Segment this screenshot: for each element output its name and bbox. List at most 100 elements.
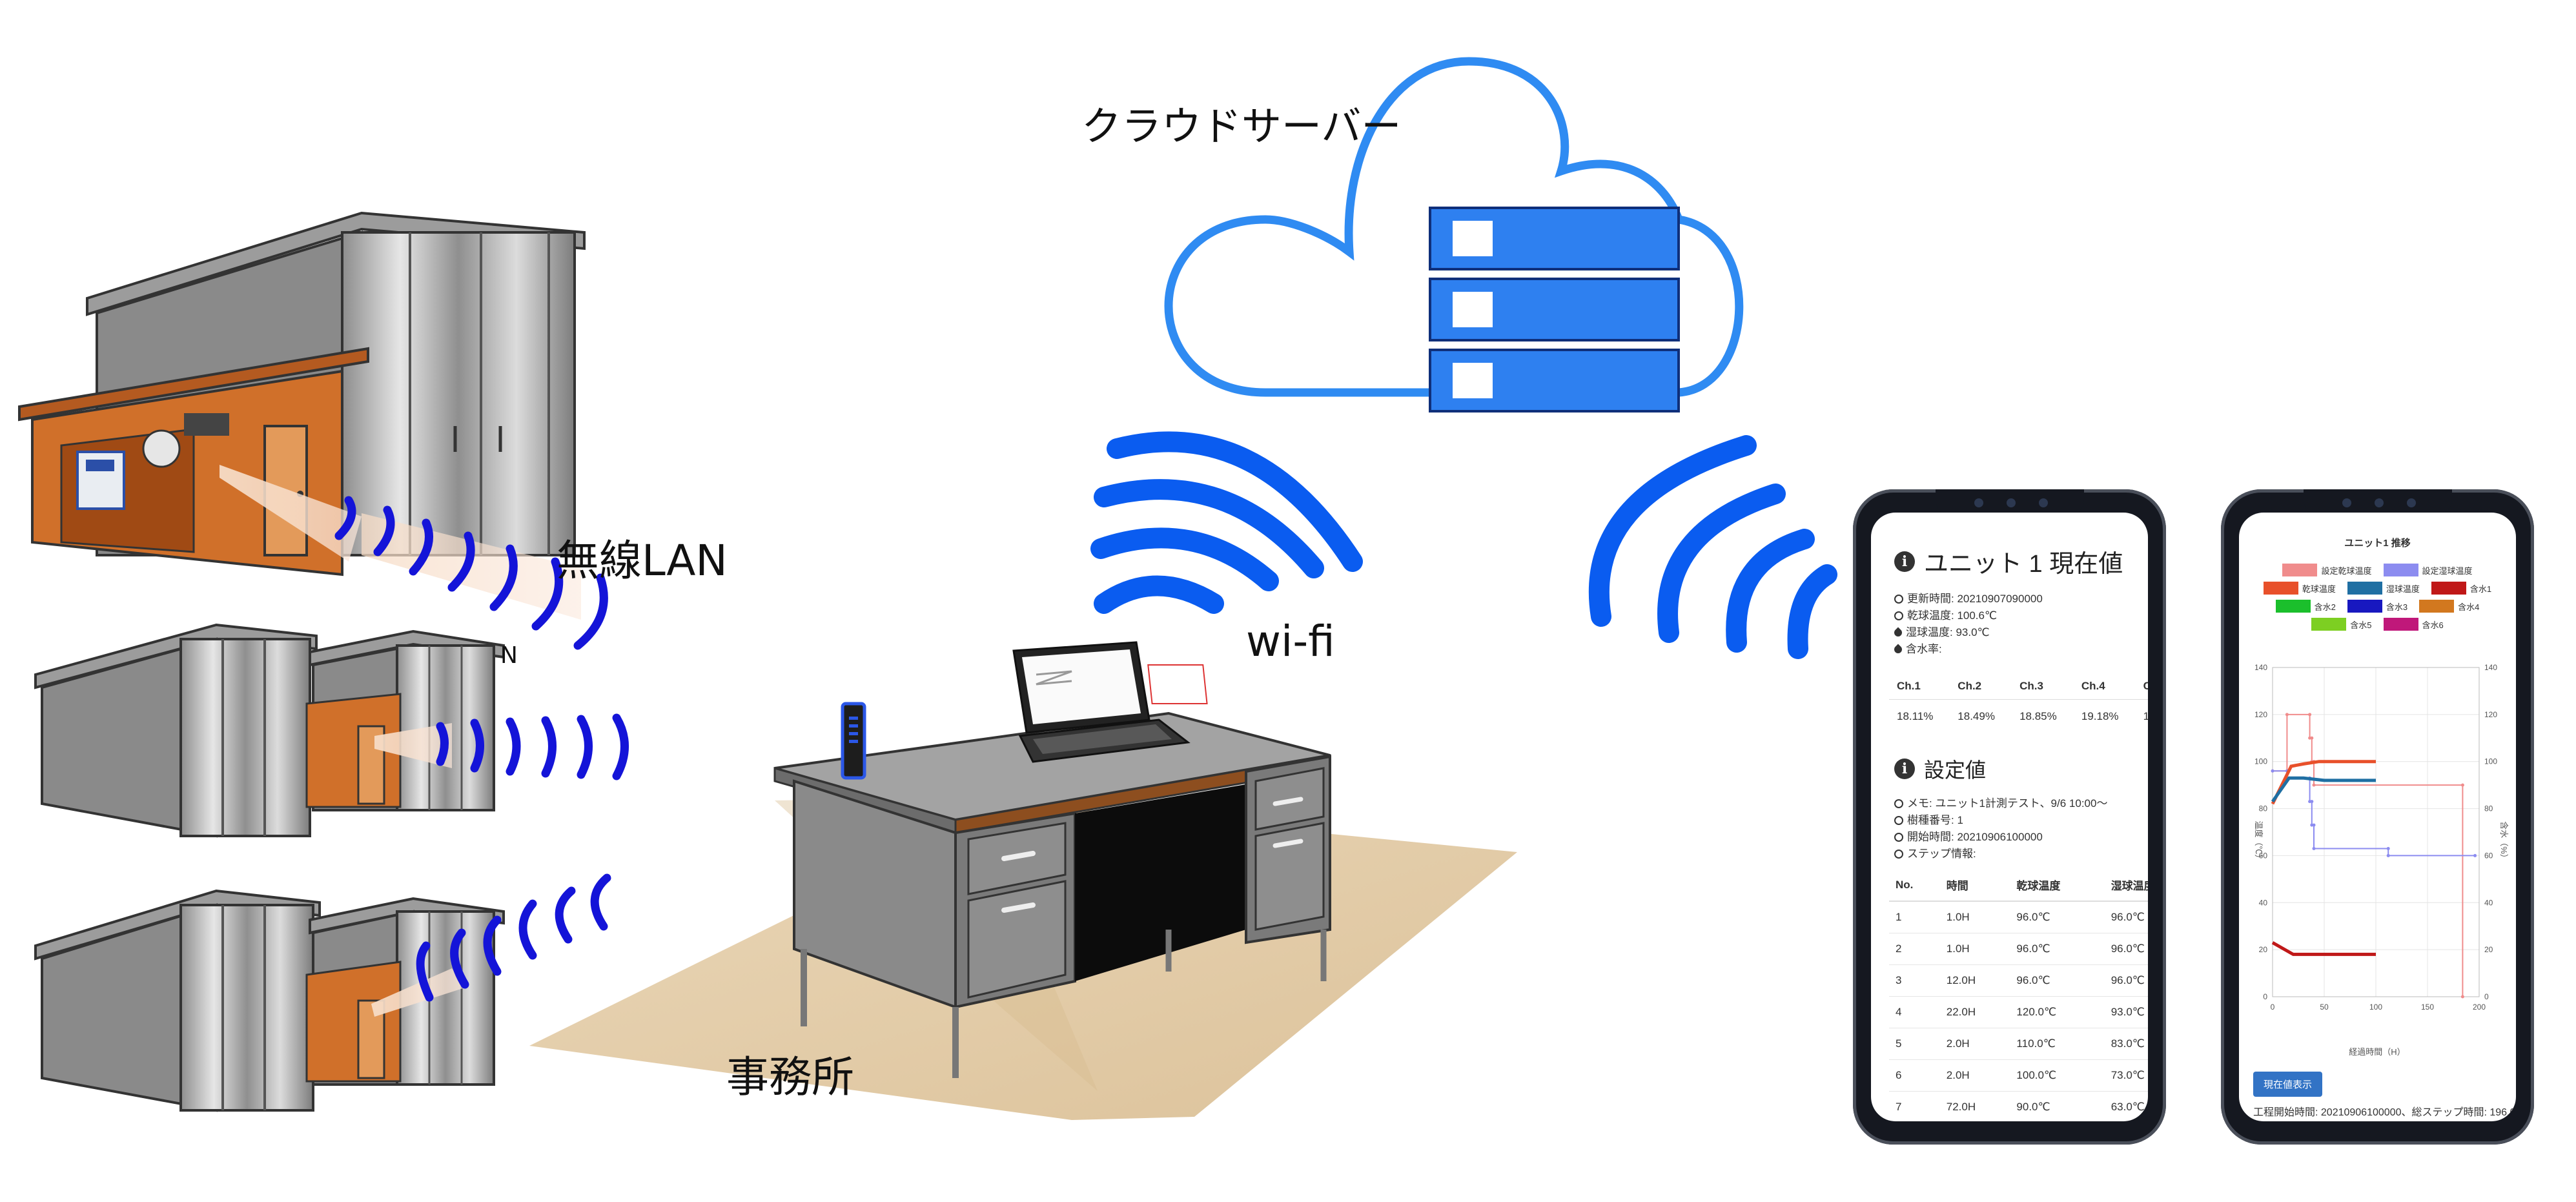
- legend-item: 含水3: [2347, 600, 2407, 613]
- phone-notch: [2303, 489, 2452, 516]
- step-cell: 96.0℃: [2104, 964, 2148, 997]
- kiln-building-large: [18, 211, 586, 620]
- y-tick-label-left: 140: [2254, 663, 2267, 672]
- flame-icon: [1894, 611, 1903, 620]
- step-cell: 96.0℃: [2104, 933, 2148, 965]
- wireless-lan-label-cut: N: [500, 642, 518, 669]
- y-tick-label-right: 60: [2484, 851, 2493, 860]
- step-cell: 12.0H: [1939, 964, 2010, 997]
- y-tick-label-right: 100: [2484, 757, 2497, 766]
- legend-swatch: [2275, 600, 2311, 613]
- legend-label: 含水6: [2422, 620, 2444, 630]
- legend-label: 含水5: [2350, 620, 2372, 630]
- series-line: [2273, 770, 2475, 857]
- y-axis-right-label: 含水（%）: [2499, 821, 2509, 862]
- series-point: [2285, 713, 2289, 717]
- wireless-lan-label: 無線LAN: [557, 536, 728, 586]
- x-tick-label: 50: [2320, 1003, 2329, 1012]
- y-tick-label-right: 80: [2484, 804, 2493, 813]
- step-info: ステップ情報:: [1907, 848, 1976, 860]
- legend-label: 含水4: [2458, 602, 2480, 612]
- show-current-values-button[interactable]: 現在値表示: [2253, 1072, 2323, 1097]
- step-cell: 7: [1889, 1091, 1940, 1121]
- step-cell: 1.0H: [1939, 901, 2010, 933]
- step-cell: 3: [1889, 964, 1940, 997]
- step-header: 乾球温度: [2010, 869, 2105, 902]
- step-cell: 110.0℃: [2010, 1028, 2105, 1060]
- step-cell: 1: [1889, 901, 1940, 933]
- y-tick-label-left: 80: [2259, 804, 2268, 813]
- step-cell: 120.0℃: [2010, 996, 2105, 1028]
- wet-temperature: 湿球温度: 93.0℃: [1906, 626, 1990, 638]
- step-cell: 96.0℃: [2010, 901, 2105, 933]
- step-cell: 1.0H: [1939, 933, 2010, 965]
- clock-icon: [1894, 833, 1903, 842]
- step-cell: 2.0H: [1939, 1059, 2010, 1092]
- y-tick-label-right: 140: [2484, 663, 2497, 672]
- legend-item: 含水5: [2311, 618, 2372, 631]
- step-cell: 83.0℃: [2104, 1028, 2148, 1060]
- series-point: [2310, 736, 2314, 740]
- legend-swatch: [2383, 564, 2418, 576]
- channel-header-row: Ch.1 Ch.2 Ch.3 Ch.4 Ch.5 C: [1889, 673, 2148, 700]
- wifi-label: wi-fi: [1246, 616, 1335, 666]
- legend-item: 含水2: [2275, 600, 2336, 613]
- kiln-building-middle: [34, 623, 505, 838]
- legend-swatch: [2383, 618, 2418, 631]
- step-cell: 73.0℃: [2104, 1059, 2148, 1092]
- series-point: [2312, 823, 2316, 827]
- tree-species: 樹種番号: 1: [1907, 814, 1963, 826]
- legend-swatch: [2263, 582, 2298, 595]
- smartphone-current-values: i ユニット 1 現在値 更新時間: 20210907090000 乾球温度: …: [1853, 489, 2166, 1145]
- step-cell: 96.0℃: [2010, 964, 2105, 997]
- cloud-server-label: クラウドサーバー: [1081, 103, 1402, 150]
- kiln-building-lower: [34, 889, 505, 1112]
- step-cell: 90.0℃: [2010, 1091, 2105, 1121]
- y-tick-label-right: 40: [2484, 898, 2493, 907]
- legend-label: 含水2: [2314, 602, 2336, 612]
- legend-label: 含水1: [2469, 584, 2492, 594]
- process-start-footer: 工程開始時間: 20210906100000、総ステップ時間: 196.0時間: [2253, 1107, 2516, 1118]
- y-tick-label-left: 120: [2254, 710, 2267, 719]
- step-header-row: No. 時間 乾球温度 湿球温度: [1889, 869, 2148, 902]
- plot-frame: [2272, 667, 2480, 997]
- series-point: [2308, 713, 2312, 717]
- clock-icon: [1894, 850, 1903, 859]
- clock-icon: [1894, 799, 1903, 808]
- channel-value: 18.49%: [1958, 710, 1995, 722]
- y-axis-left-label: 温度（℃）: [2254, 820, 2264, 862]
- series-line: [2271, 760, 2376, 805]
- settings-info-list: メモ: ユニット1計測テスト、9/6 10:00〜 樹種番号: 1 開始時間: …: [1894, 795, 2148, 862]
- channel-header: Ch.3: [2012, 673, 2074, 700]
- wireless-lan-waves-2: [436, 713, 629, 780]
- series-line: [2271, 941, 2376, 956]
- channel-value-row: 18.11% 18.49% 18.85% 19.18% 19.02% 1: [1889, 700, 2148, 734]
- series-line: [2271, 776, 2376, 803]
- phone-notch: [1935, 489, 2084, 516]
- legend-item: 湿球温度: [2347, 582, 2420, 595]
- step-cell: 96.0℃: [2104, 901, 2148, 933]
- moisture-label: 含水率:: [1906, 643, 1942, 655]
- step-header: 時間: [1939, 869, 2010, 902]
- legend-label: 含水3: [2386, 602, 2408, 612]
- unit-current-title: i ユニット 1 現在値: [1894, 544, 2148, 579]
- step-cell: 100.0℃: [2010, 1059, 2105, 1092]
- server-rack-icon: [1429, 207, 1680, 413]
- y-tick-label-left: 0: [2263, 992, 2267, 1001]
- legend-swatch: [2431, 582, 2466, 595]
- y-tick-label-right: 0: [2484, 992, 2489, 1001]
- y-tick-label-right: 120: [2484, 710, 2497, 719]
- step-cell: 63.0℃: [2104, 1091, 2148, 1121]
- chart-title: ユニット1 推移: [2344, 538, 2411, 549]
- legend-item: 含水1: [2431, 582, 2491, 595]
- legend-label: 乾球温度: [2302, 584, 2336, 594]
